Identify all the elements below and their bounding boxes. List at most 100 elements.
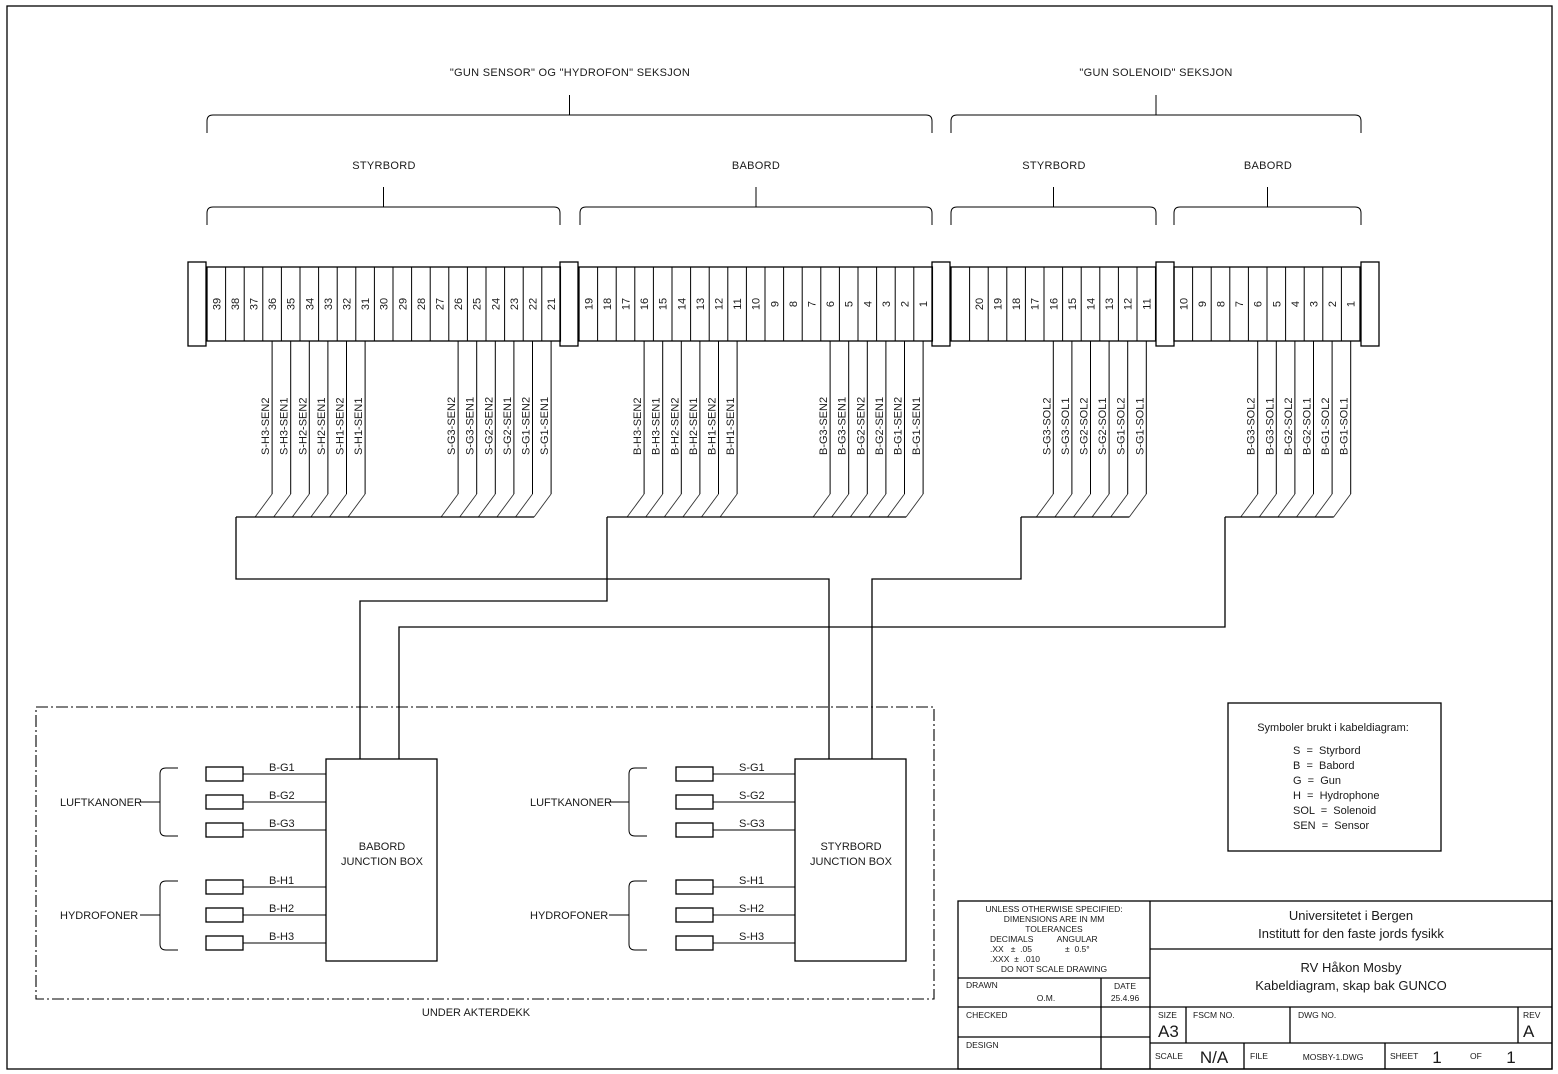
device-connector: [675, 907, 714, 923]
device-connector: [205, 822, 244, 838]
terminal-number: 1: [918, 301, 930, 307]
wire-bend: [1277, 493, 1296, 518]
terminal-block-sensor-styrbord: [206, 266, 562, 342]
junction-box-label: STYRBORD: [820, 841, 881, 853]
org-line-2: Institutt for den faste jords fysikk: [1258, 926, 1444, 941]
device-label: S-G3: [739, 818, 765, 830]
of-label: OF: [1470, 1051, 1482, 1061]
wire-bend: [1314, 493, 1333, 518]
terminal-number: 6: [825, 301, 837, 307]
wire-label: B-H2-SEN1: [688, 398, 700, 455]
junction-box-label: JUNCTION BOX: [810, 856, 893, 868]
terminal-number: 21: [546, 298, 558, 310]
wire-bend: [1240, 493, 1259, 518]
device-connector: [205, 935, 244, 951]
wire-bend: [887, 493, 905, 518]
terminal-number: 26: [453, 298, 465, 310]
end-stop: [931, 261, 951, 347]
wire-label: B-H3-SEN2: [632, 398, 644, 455]
wire-label: S-G1-SEN1: [539, 397, 551, 455]
file-label: FILE: [1250, 1051, 1268, 1061]
wire-label: B-G2-SEN1: [874, 397, 886, 455]
terminal-number: 3: [1309, 301, 1321, 307]
terminal-number: 15: [658, 298, 670, 310]
wire-bend: [477, 493, 496, 518]
legend-item: S = Styrbord: [1293, 745, 1361, 757]
terminal-number: 1: [1346, 301, 1358, 307]
title-block-frame: [957, 900, 1553, 1070]
date-label: DATE: [1114, 981, 1136, 991]
rev-label: REV: [1523, 1010, 1541, 1020]
scale-label: SCALE: [1155, 1051, 1183, 1061]
terminal-number: 31: [360, 298, 372, 310]
brace-solenoid-section: [950, 114, 1362, 133]
terminal-number: 17: [621, 298, 633, 310]
wire-bend: [812, 493, 831, 518]
wire-label: B-G2-SOL1: [1302, 398, 1314, 455]
wire-label: S-G2-SOL2: [1079, 398, 1091, 455]
device-connector: [205, 794, 244, 810]
wire-label: B-G1-SEN1: [911, 397, 923, 455]
wire-bend: [254, 493, 273, 518]
device-group-label: LUFTKANONER: [60, 797, 142, 809]
terminal-number: 36: [267, 298, 279, 310]
sheet-border: [6, 5, 1553, 1070]
terminal-number: 25: [472, 298, 484, 310]
terminal-number: 10: [751, 298, 763, 310]
terminal-number: 5: [1271, 301, 1283, 307]
wire-label: B-G3-SOL1: [1264, 398, 1276, 455]
terminal-number: 16: [1048, 298, 1060, 310]
terminal-number: 14: [676, 298, 688, 310]
terminal-number: 11: [732, 298, 744, 309]
terminal-number: 14: [1086, 298, 1098, 310]
wire-bend: [310, 493, 329, 518]
terminal-number: 33: [323, 298, 335, 310]
terminal-number: 34: [304, 298, 316, 310]
device-label: B-H1: [269, 875, 294, 887]
device-group-brace: [159, 880, 178, 951]
device-connector: [675, 794, 714, 810]
wire-label: S-G3-SEN1: [465, 397, 477, 455]
wire-label: B-H2-SEN2: [669, 398, 681, 455]
file-value: MOSBY-1.DWG: [1303, 1052, 1364, 1062]
sub-title-solenoid-styrbord: STYRBORD: [1022, 160, 1086, 172]
wire-label: B-G3-SEN2: [818, 397, 830, 455]
terminal-number: 39: [211, 298, 223, 310]
legend-item: SEN = Sensor: [1293, 820, 1369, 832]
sub-title-sensor-styrbord: STYRBORD: [352, 160, 416, 172]
wire-bend: [645, 493, 664, 518]
terminal-number: 29: [397, 298, 409, 310]
terminal-number: 18: [1011, 298, 1023, 310]
terminal-number: 27: [435, 298, 447, 310]
terminal-number: 20: [974, 298, 986, 310]
tb-note: DO NOT SCALE DRAWING: [1001, 964, 1107, 974]
terminal-number: 19: [583, 298, 595, 310]
terminal-number: 4: [1290, 301, 1302, 307]
trunk-solenoid-babord: [398, 517, 1226, 759]
section-title-sensor: "GUN SENSOR" OG "HYDROFON" SEKSJON: [450, 67, 690, 79]
wire-label: B-G2-SOL2: [1283, 398, 1295, 455]
terminal-number: 28: [416, 298, 428, 310]
wire-label: B-G1-SOL2: [1320, 398, 1332, 455]
tb-note: .XXX ± .010: [990, 954, 1040, 964]
wire-bend: [1258, 493, 1277, 518]
legend-item: G = Gun: [1293, 775, 1341, 787]
terminal-number: 9: [769, 301, 781, 307]
device-group-label: HYDROFONER: [530, 910, 608, 922]
wire-bend: [459, 493, 478, 518]
wire-bend: [701, 493, 719, 518]
tb-note: DIMENSIONS ARE IN MM: [1004, 914, 1105, 924]
legend-item: H = Hydrophone: [1293, 790, 1380, 802]
wire-label: B-G2-SEN2: [855, 397, 867, 455]
wire-label: B-H3-SEN1: [651, 398, 663, 455]
terminal-number: 10: [1178, 298, 1190, 310]
wire-label: S-H2-SEN1: [316, 398, 328, 455]
wire-label: B-G1-SEN2: [893, 397, 905, 455]
wire-bend: [440, 493, 459, 518]
tb-note: .XX ± .05 ± 0.5°: [990, 944, 1090, 954]
device-group-brace: [159, 767, 178, 837]
terminal-number: 30: [379, 298, 391, 310]
grouping-braces: [206, 95, 1362, 225]
wire-bend: [329, 493, 347, 518]
